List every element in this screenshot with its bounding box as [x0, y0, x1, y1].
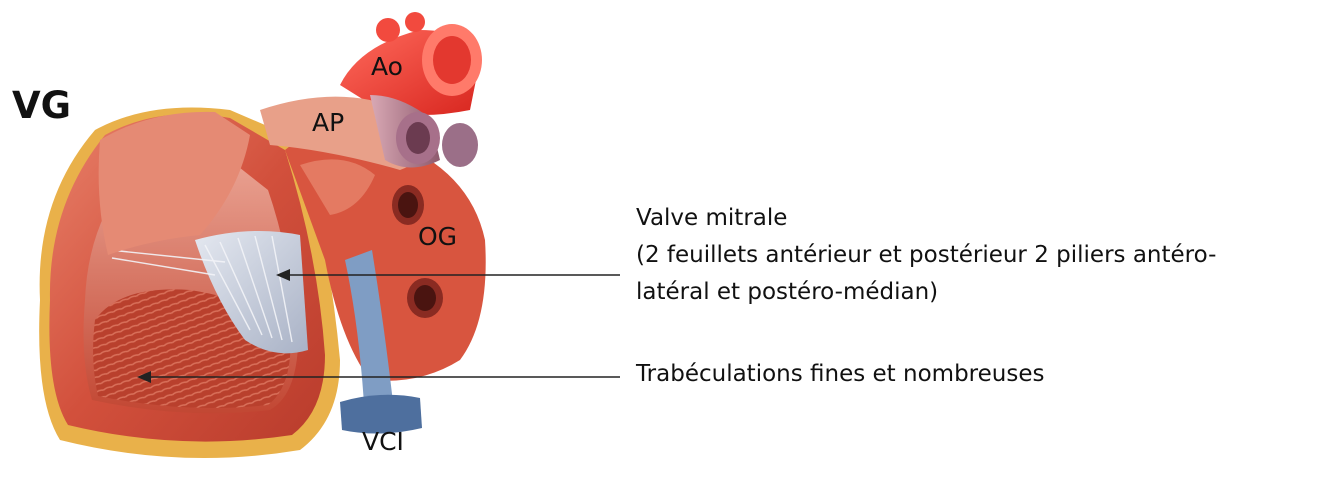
label-pulmonary-artery: AP	[312, 108, 344, 137]
trabeculations-annotation: Trabéculations fines et nombreuses	[636, 356, 1044, 393]
valve-title: Valve mitrale	[636, 200, 1306, 237]
valve-detail-line-1: (2 feuillets antérieur et postérieur 2 p…	[636, 237, 1306, 274]
label-left-atrium: OG	[418, 222, 457, 251]
figure-title: VG	[12, 84, 71, 127]
label-inferior-vena-cava: VCI	[362, 427, 404, 456]
valve-detail-line-2: latéral et postéro-médian)	[636, 274, 1306, 311]
mitral-valve-annotation: Valve mitrale (2 feuillets antérieur et …	[636, 200, 1306, 311]
label-aorta: Ao	[371, 52, 403, 81]
